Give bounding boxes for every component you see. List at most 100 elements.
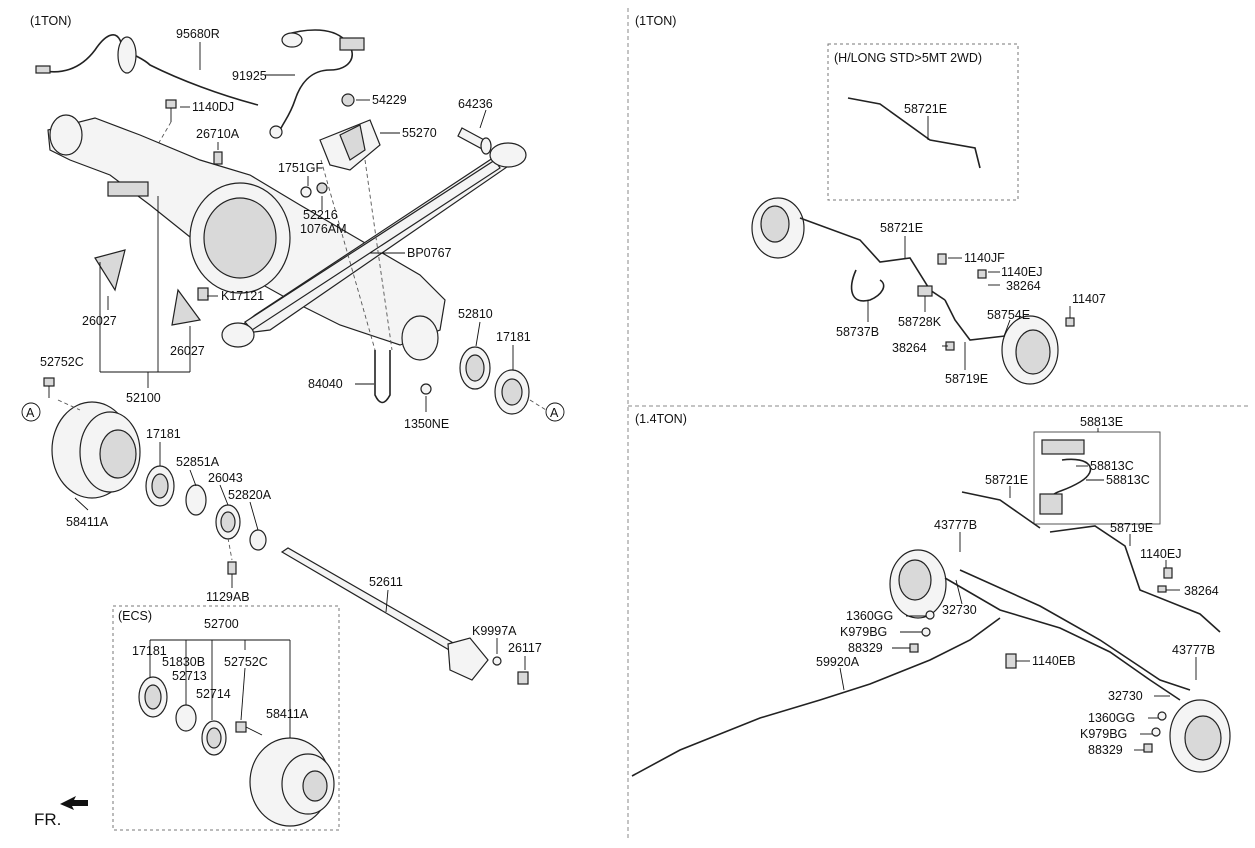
part-label-p58813E: 58813E <box>1080 415 1123 429</box>
part-label-p58719Eb: 58719E <box>1110 521 1153 535</box>
part-label-p95680R: 95680R <box>176 27 220 41</box>
part-label-p38264c: 38264 <box>1184 584 1219 598</box>
part-label-p1140EJa: 1140EJ <box>1001 265 1042 279</box>
wheel-speed-sensor-95680R <box>35 34 259 106</box>
part-label-p54229: 54229 <box>372 93 407 107</box>
leaf-spring <box>221 142 527 348</box>
part-label-p1751GF: 1751GF <box>278 161 324 175</box>
section-right-bottom: (1.4TON) <box>635 412 687 426</box>
part-label-p1140JF: 1140JF <box>964 251 1005 265</box>
ref-mark-a-left: A <box>21 402 41 422</box>
leader-lines-right-bottom <box>839 428 1197 751</box>
part-label-p52810: 52810 <box>458 307 493 321</box>
wedge-26027 <box>94 249 202 326</box>
part-label-p91925: 91925 <box>232 69 267 83</box>
part-label-p58721Ec: 58721E <box>985 473 1028 487</box>
sensor-harness-91925 <box>269 29 365 139</box>
part-label-p52752Cb: 52752C <box>224 655 268 669</box>
part-label-p52713: 52713 <box>172 669 207 683</box>
parking-brake-cable-59920A <box>631 617 1001 777</box>
part-label-p52100: 52100 <box>126 391 161 405</box>
axle-housing-52100 <box>47 114 446 361</box>
brake-hose-58737B <box>850 269 885 302</box>
part-label-p38264b: 38264 <box>892 341 927 355</box>
bearing-52810 <box>459 346 491 390</box>
ecs-hub-assembly <box>138 639 335 827</box>
part-label-p58411Ab: 58411A <box>266 707 309 721</box>
part-label-p1140EJb: 1140EJ <box>1140 547 1181 561</box>
part-label-p17181a: 17181 <box>496 330 531 344</box>
leader-lines-right-top <box>867 236 1071 370</box>
brake-tube-58719E-1.4ton <box>1049 525 1221 633</box>
part-label-p52216: 52216 <box>303 208 338 222</box>
part-label-p58411Aa: 58411A <box>66 515 109 529</box>
hlong-box <box>827 43 1019 201</box>
studs-and-nuts <box>197 151 328 301</box>
part-label-p88329b: 88329 <box>1088 743 1123 757</box>
part-label-p55270: 55270 <box>402 126 437 140</box>
part-label-p52752Ca: 52752C <box>40 355 84 369</box>
part-label-p38264a: 38264 <box>1006 279 1041 293</box>
brake-tube-58721E-hlong <box>847 97 981 169</box>
connector-58728K <box>917 285 933 297</box>
part-label-p1129AB: 1129AB <box>206 590 250 604</box>
part-label-p84040: 84040 <box>308 377 343 391</box>
part-label-p58721Eb: 58721E <box>880 221 923 235</box>
bearing-17181-top <box>494 369 530 415</box>
part-label-p26043: 26043 <box>208 471 243 485</box>
svg-text:FR.: FR. <box>34 810 61 829</box>
part-label-p43777Ba: 43777B <box>934 518 977 532</box>
bump-stopper-55270 <box>319 93 381 171</box>
part-label-p58728K: 58728K <box>898 315 942 329</box>
part-label-pBP0767: BP0767 <box>407 246 452 260</box>
part-label-p1140DJ: 1140DJ <box>192 100 234 114</box>
part-label-p59920A: 59920A <box>816 655 860 669</box>
left-labels: 95680R 91925 1140DJ 54229 64236 26710A 5… <box>40 27 542 721</box>
part-label-p1350NE: 1350NE <box>404 417 449 431</box>
brake-backing-plate-right-1ton <box>1001 315 1059 385</box>
part-label-pK979BGb: K979BG <box>1080 727 1127 741</box>
axle-shaft-52611 <box>280 547 529 685</box>
part-label-pK17121: K17121 <box>221 289 264 303</box>
hub-bearing-set <box>145 465 267 575</box>
part-label-p52611: 52611 <box>369 575 403 589</box>
front-arrow-icon <box>60 796 88 810</box>
brake-drum-58411A <box>51 401 141 499</box>
part-label-p58719Ea: 58719E <box>945 372 988 386</box>
front-direction-indicator: FR. <box>34 796 88 829</box>
parking-brake-cable-left <box>944 577 1181 701</box>
parking-brake-cable-right <box>959 569 1191 691</box>
right-top-labels: 58721E 58721E 1140JF 1140EJ 38264 11407 … <box>836 102 1106 386</box>
part-label-p1360GGb: 1360GG <box>1088 711 1135 725</box>
part-label-p52700: 52700 <box>204 617 239 631</box>
ecs-box <box>112 605 340 831</box>
brake-tube-58719E <box>944 299 1006 341</box>
part-label-p58813Ca: 58813C <box>1090 459 1134 473</box>
part-label-p58754E: 58754E <box>987 308 1030 322</box>
bolt-52752C <box>43 377 55 398</box>
part-label-p43777Bb: 43777B <box>1172 643 1215 657</box>
part-label-p88329a: 88329 <box>848 641 883 655</box>
part-label-pK9997A: K9997A <box>472 624 517 638</box>
bushing-64236 <box>457 127 492 155</box>
part-label-pK979BGa: K979BG <box>840 625 887 639</box>
part-label-p52714: 52714 <box>196 687 231 701</box>
ref-mark-a-right: A <box>545 402 565 422</box>
section-right-top: (1TON) <box>635 14 676 28</box>
part-label-p52851A: 52851A <box>176 455 220 469</box>
part-label-p58737B: 58737B <box>836 325 879 339</box>
part-label-p11407: 11407 <box>1072 292 1106 306</box>
svg-text:A: A <box>550 406 559 420</box>
parking-brake-box-58813E <box>1033 431 1161 525</box>
part-label-p32730a: 32730 <box>942 603 977 617</box>
section-hlong: (H/LONG STD>5MT 2WD) <box>834 51 982 65</box>
section-left-top: (1TON) <box>30 14 71 28</box>
brake-backing-plate-left-1ton <box>751 197 805 259</box>
part-label-p64236: 64236 <box>458 97 493 111</box>
part-label-p17181c: 17181 <box>132 644 167 658</box>
leader-lines-left <box>57 42 547 670</box>
svg-text:A: A <box>26 406 35 420</box>
brake-backing-plate-right-1.4ton <box>1169 699 1231 773</box>
part-label-p1076AM: 1076AM <box>300 222 347 236</box>
